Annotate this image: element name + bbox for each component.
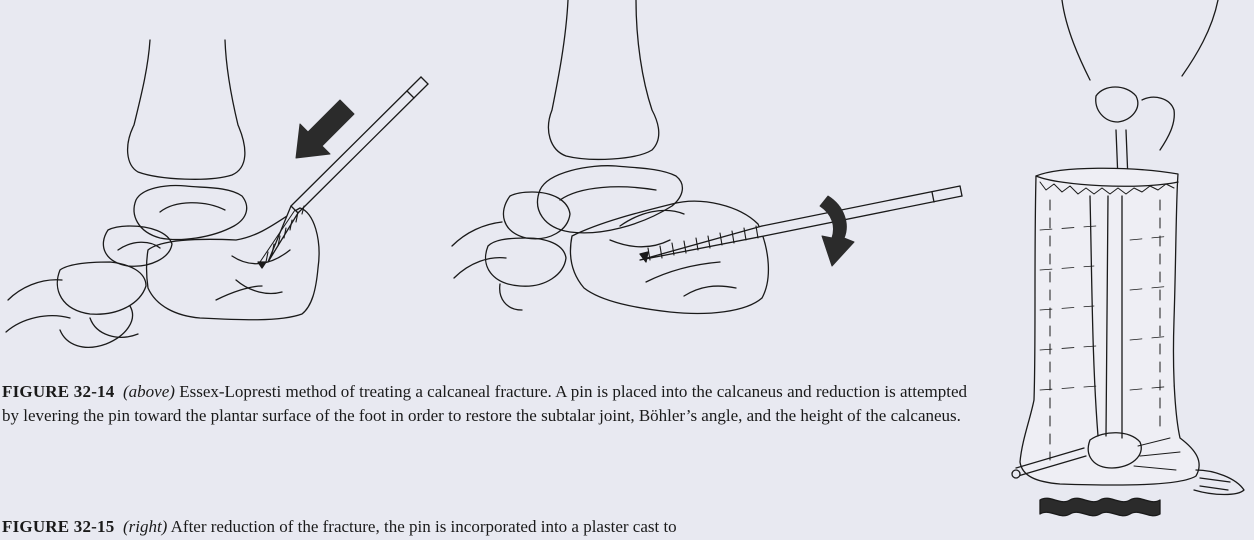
rotation-arrow-icon [820,196,854,266]
toes-outline [1194,470,1244,495]
tibia-outline [128,40,245,179]
talus-outline [134,186,247,240]
push-arrow-icon [296,100,354,158]
figure-location: (above) [123,382,175,401]
illustration-pin-levering [440,0,980,375]
cuboid-outline [57,262,146,314]
patella-outline [1096,87,1138,122]
caption-figure-32-14: FIGURE 32-14 (above) Essex-Lopresti meth… [2,380,967,428]
navicular-outline [503,192,570,239]
cast-body [1020,168,1199,485]
figure-number: FIGURE 32-14 [2,382,114,401]
cuboid-outline [486,238,566,286]
metatarsal-outline [6,280,70,332]
walking-heel [1040,498,1160,515]
figure-number: FIGURE 32-15 [2,517,114,536]
tibia-outline [548,0,658,159]
caption-text: After reduction of the fracture, the pin… [171,517,677,536]
navicular-outline [103,226,172,266]
figure-location: (right) [123,517,167,536]
thigh-outline [1062,0,1218,80]
calcaneus-outline [571,201,769,313]
calcaneus-outline [147,208,320,320]
illustration-pin-insertion [0,0,440,375]
steinmann-pin [640,186,962,262]
illustration-plaster-cast [1000,0,1254,540]
caption-figure-32-15: FIGURE 32-15 (right) After reduction of … [2,515,967,539]
